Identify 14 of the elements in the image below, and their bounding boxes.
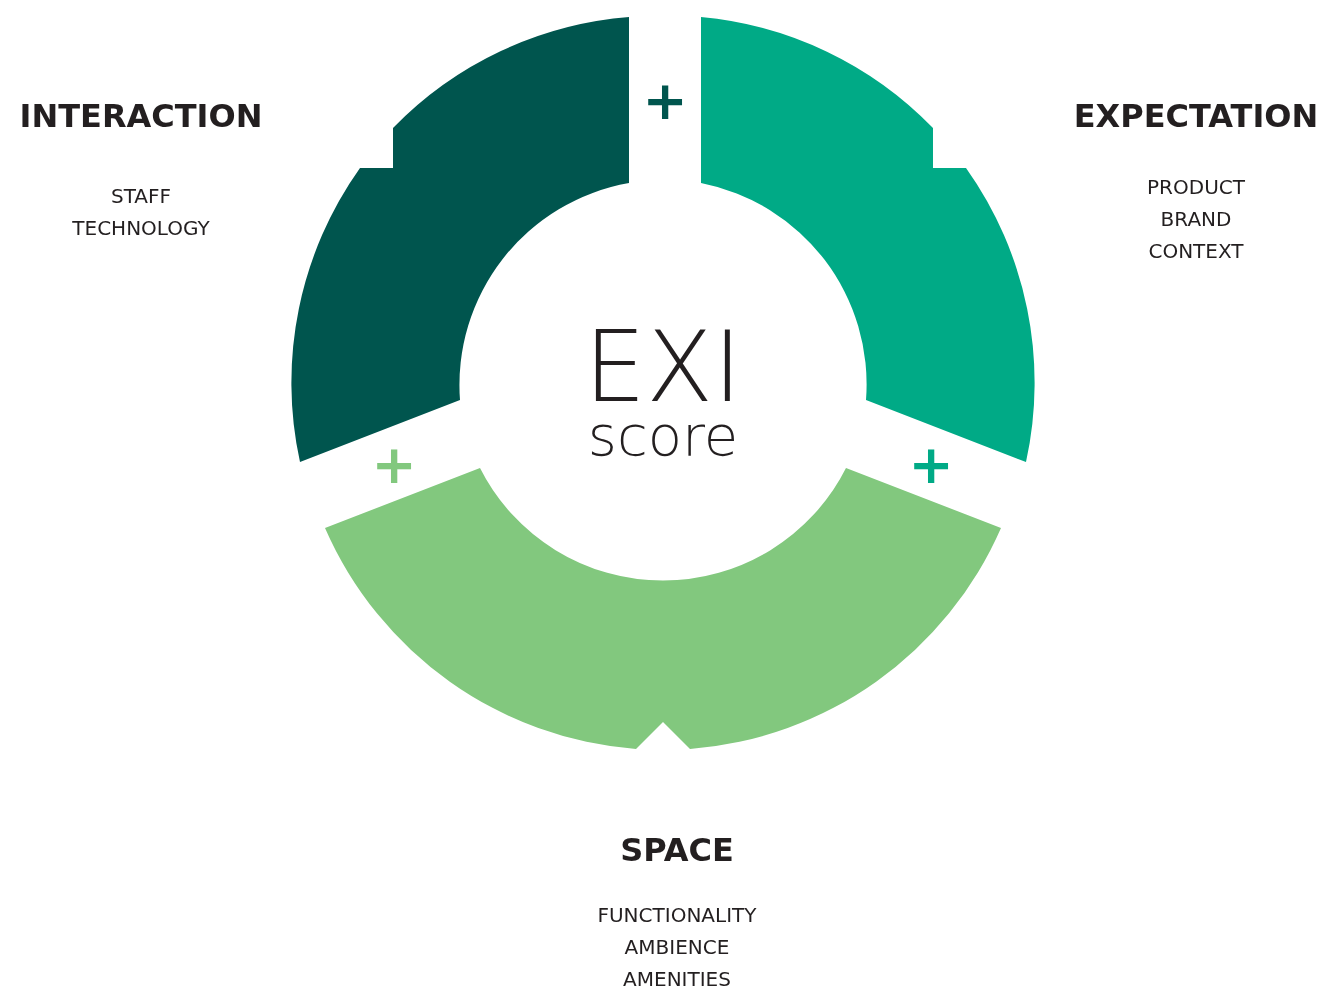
plus-sign: + [371,438,417,492]
factor-label: BRAND [1160,209,1232,229]
factor-label: FUNCTIONALITY [597,905,757,925]
category-heading: INTERACTION [19,100,263,132]
factor-label: TECHNOLOGY [72,218,210,238]
factor-label: STAFF [110,186,172,206]
category-heading: SPACE [620,834,734,866]
factor-label: CONTEXT [1148,241,1244,261]
plus-sign: + [908,438,954,492]
plus-sign: + [642,74,688,128]
factor-label: PRODUCT [1147,177,1245,197]
factor-label: AMENITIES [623,969,731,989]
factor-label: AMBIENCE [624,937,730,957]
category-heading: EXPECTATION [1073,100,1319,132]
